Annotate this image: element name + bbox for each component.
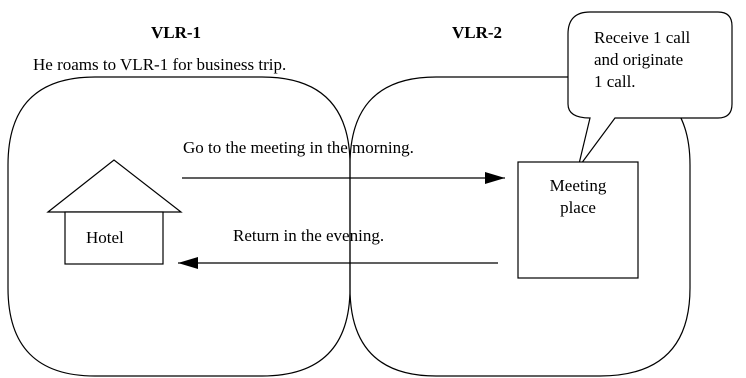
roaming-subtitle: He roams to VLR-1 for business trip. [33, 55, 287, 74]
hotel-building [64, 211, 164, 265]
hotel-roof [46, 159, 183, 213]
meeting-place-box [517, 161, 639, 279]
callout-bubble [567, 11, 733, 169]
vlr2-title: VLR-2 [452, 23, 503, 42]
meeting-place-label: Meeting place [549, 176, 607, 217]
vlr1-region [7, 76, 351, 377]
arrow-to-meeting-label: Go to the meeting in the morning. [183, 138, 414, 157]
callout-text: Receive 1 call and originate 1 call. [594, 28, 691, 91]
arrow-return-label: Return in the evening. [233, 226, 385, 245]
vlr1-title: VLR-1 [151, 23, 202, 42]
hotel-label: Hotel [86, 228, 124, 247]
